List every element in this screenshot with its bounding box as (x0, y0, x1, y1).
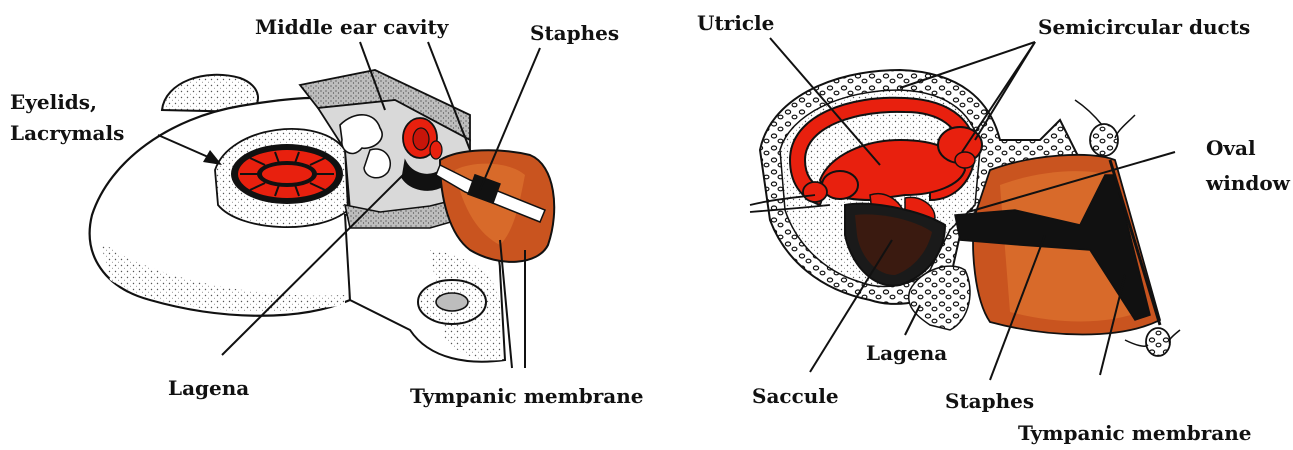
label-semicircular-ducts: Semicircular ducts (1038, 14, 1250, 40)
label-tympanic-membrane-left: Tympanic membrane (410, 383, 644, 409)
cartilage-top (1090, 124, 1118, 156)
left-frog-head-illustration (90, 70, 555, 362)
leader-semicircular-a (900, 42, 1035, 88)
cartilage-bottom (1146, 328, 1170, 356)
label-oval-window-line2: window (1206, 170, 1290, 196)
label-lagena-right: Lagena (866, 340, 947, 366)
label-lagena-left: Lagena (168, 375, 249, 401)
label-tympanic-membrane-right: Tympanic membrane (1018, 420, 1252, 446)
label-utricle: Utricle (697, 10, 774, 36)
eye (231, 144, 343, 204)
label-staphes-right: Staphes (945, 388, 1034, 414)
label-middle-ear-cavity: Middle ear cavity (255, 14, 448, 40)
label-eyelids-line2: Lacrymals (10, 120, 124, 146)
label-staphes-left: Staphes (530, 20, 619, 46)
label-saccule: Saccule (752, 383, 839, 409)
label-eyelids-line1: Eyelids, (10, 89, 97, 115)
label-oval-window-line1: Oval (1206, 135, 1256, 161)
